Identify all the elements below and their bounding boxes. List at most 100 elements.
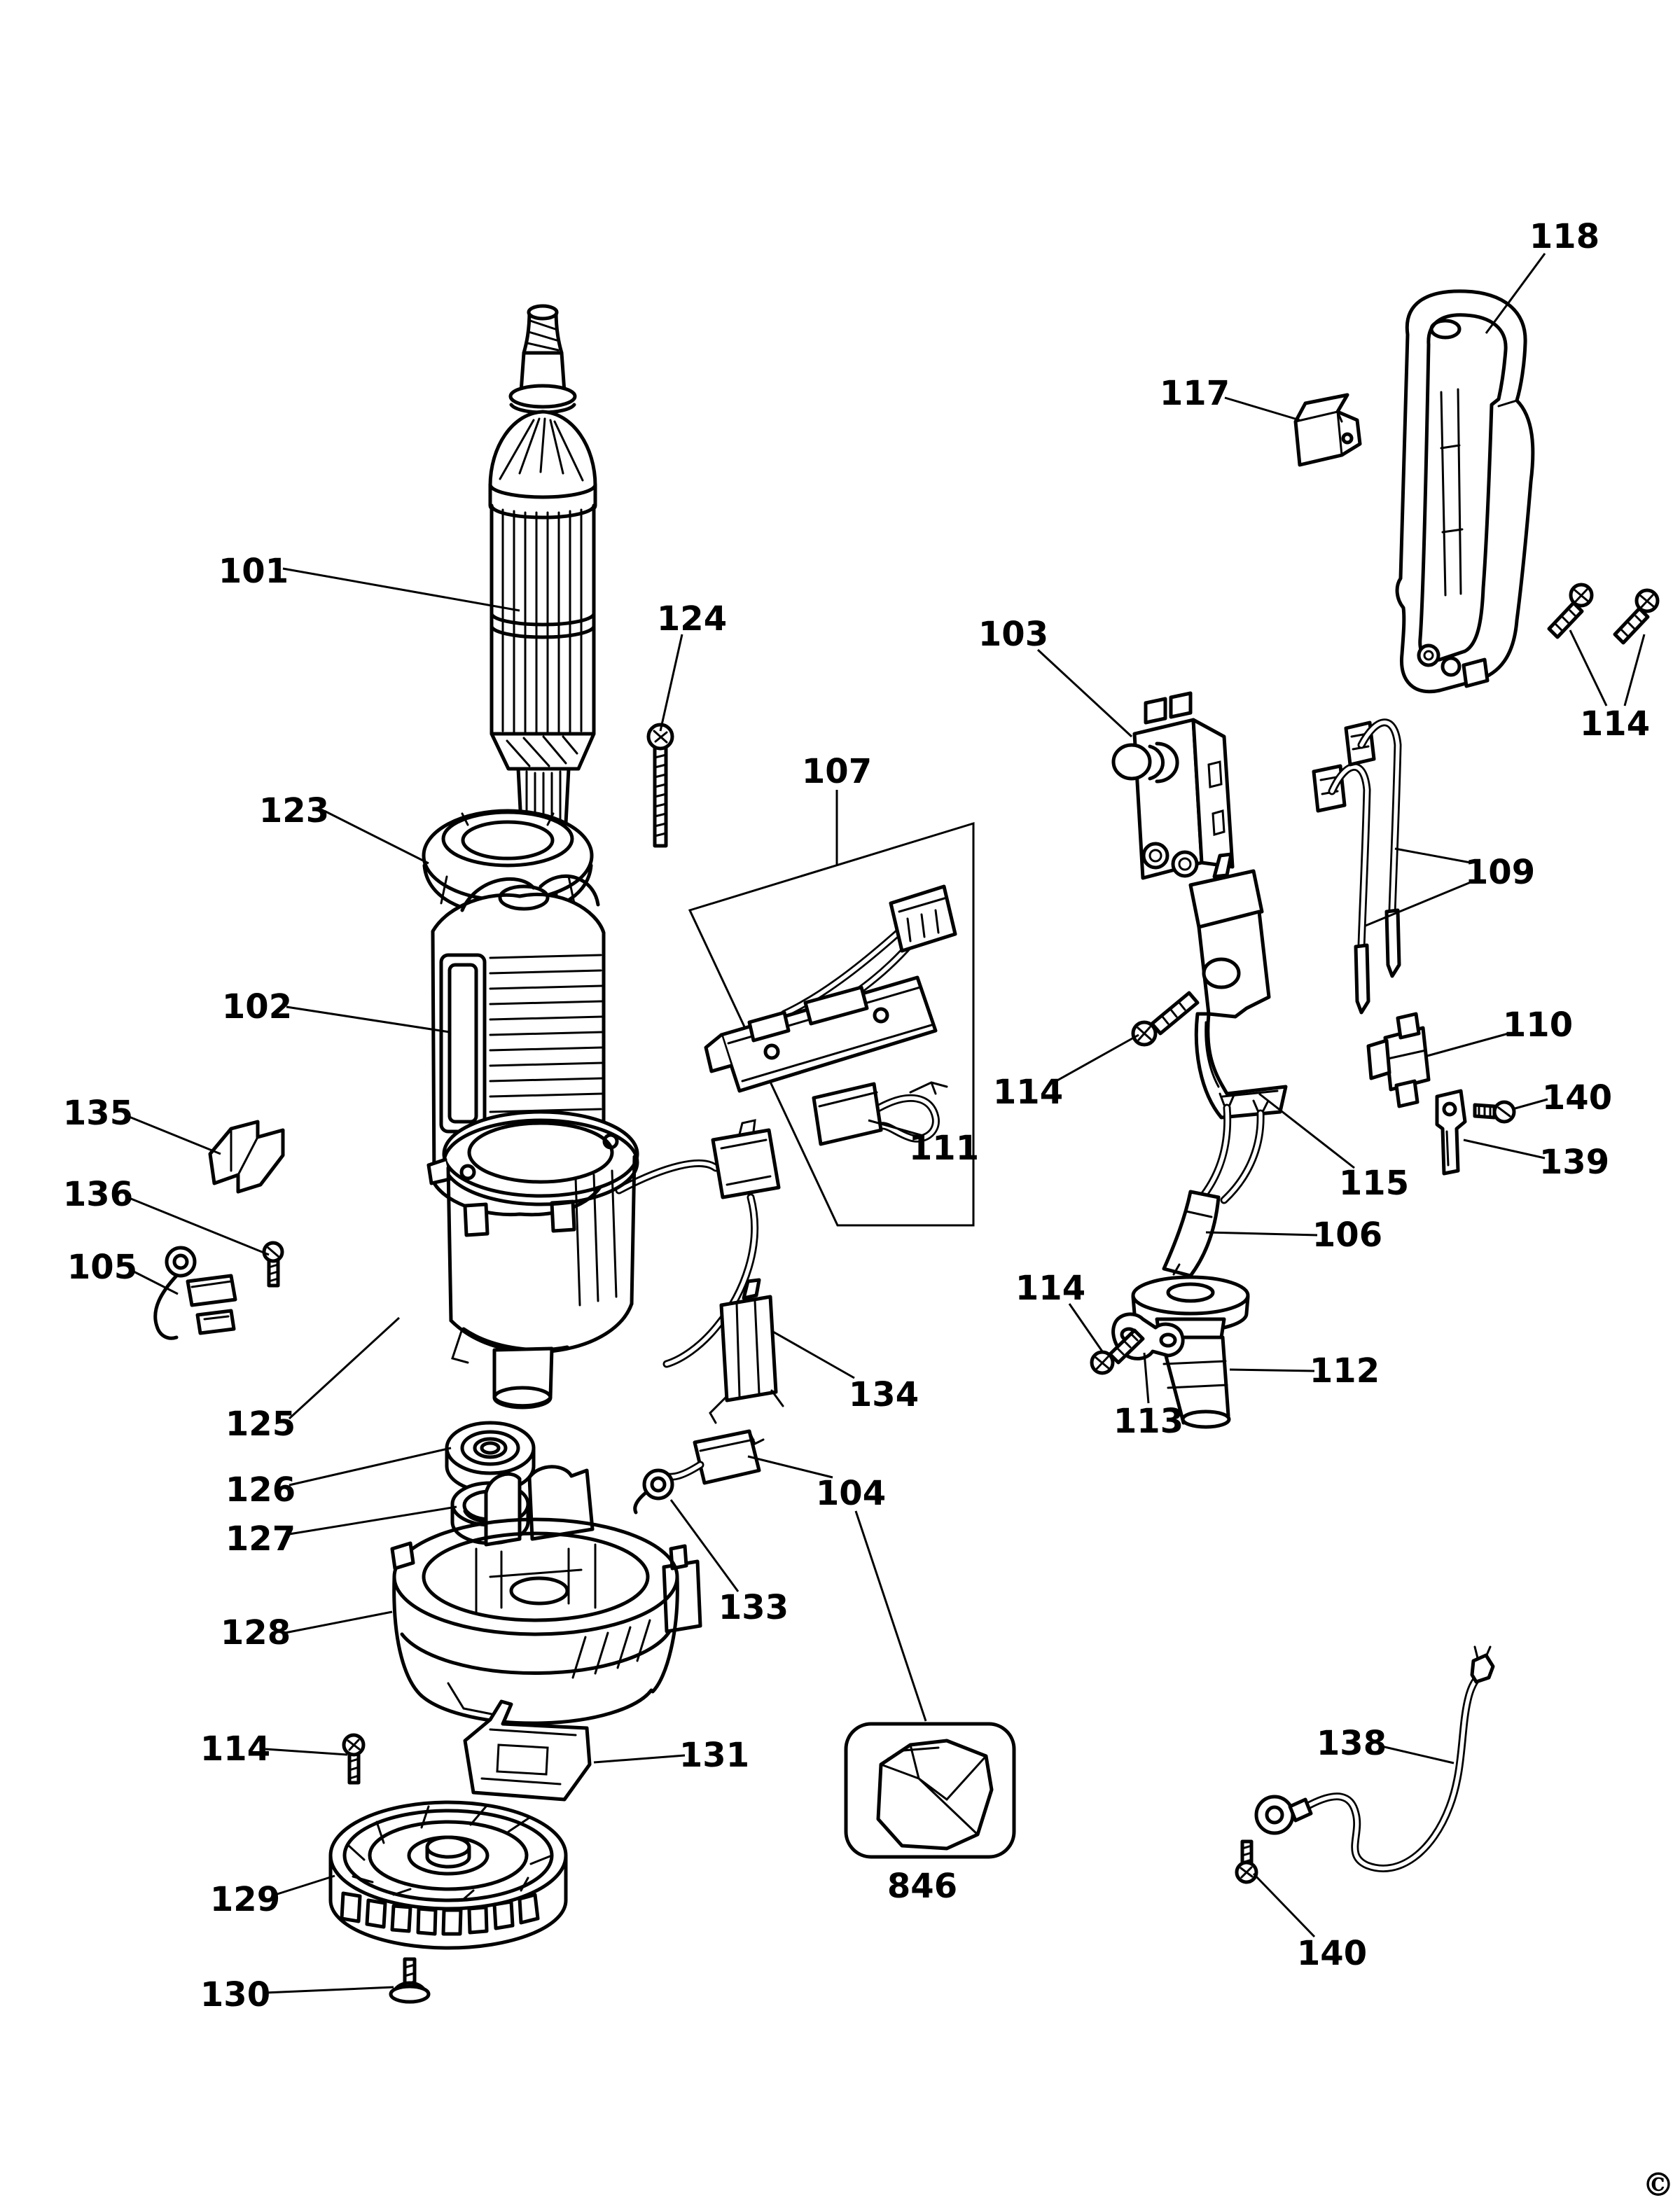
part-label-135: 135 [63,1094,221,1155]
part-label-123: 123 [259,791,429,865]
part-label-114-baffle: 114 [200,1729,348,1769]
leader-line-136 [127,1196,270,1256]
part-number-129: 129 [210,1880,280,1919]
leader-line-140-bottom [1252,1872,1316,1938]
leader-line-114-baffle [265,1748,348,1756]
part-label-113: 113 [1113,1352,1183,1441]
leader-line-103 [1036,648,1133,738]
part-label-102: 102 [222,987,450,1033]
part-label-109: 109 [1365,847,1535,927]
part-number-846: 846 [887,1867,957,1906]
leader-line-126 [289,1447,452,1487]
part-number-114-baffle: 114 [200,1729,270,1769]
leader-line-104 [747,1455,833,1479]
leader-line-102 [286,1005,450,1033]
part-number-113: 113 [1113,1402,1183,1441]
leader-line-131 [593,1754,686,1764]
leader-line-109 [1394,847,1471,864]
part-number-109: 109 [1465,853,1535,892]
part-label-114-trigger: 114 [993,1033,1139,1112]
part-label-138: 138 [1317,1724,1455,1764]
parts-artwork [153,289,1660,2004]
switch-103 [1111,691,1235,880]
part-number-114-trigger: 114 [993,1073,1063,1112]
lead-wires-109 [1312,718,1402,1015]
part-number-124: 124 [657,599,727,639]
leader-line-130 [265,1986,394,1994]
part-label-131: 131 [593,1736,749,1775]
leader-line-135 [127,1115,221,1155]
leader-line-105 [130,1269,179,1295]
brush-holder-134 [709,1278,784,1424]
part-number-117: 117 [1160,374,1230,413]
part-number-133: 133 [718,1588,789,1627]
part-number-126: 126 [225,1470,296,1510]
part-number-136: 136 [63,1175,133,1214]
leader-line-111 [868,1119,924,1137]
part-label-140-right: 140 [1512,1078,1612,1118]
trigger-115 [1188,852,1288,1120]
part-label-846: 846 [887,1867,957,1906]
part-label-101: 101 [218,552,520,612]
part-number-125: 125 [225,1405,296,1444]
bag-846 [844,1722,1016,1859]
leader-line-117 [1224,396,1300,422]
clip-131 [463,1699,592,1802]
part-number-140-right: 140 [1542,1078,1612,1118]
part-label-130: 130 [200,1975,394,2014]
module-box-107 [688,821,975,1227]
part-number-107: 107 [802,752,872,791]
leader-line-129 [275,1874,335,1896]
leader-line-101 [282,567,520,612]
clip-110 [1366,1012,1431,1108]
part-number-111: 111 [909,1129,979,1168]
leader-line-110 [1426,1032,1509,1057]
fan-129 [328,1800,568,1950]
part-number-104: 104 [816,1474,886,1513]
part-label-136: 136 [63,1175,270,1256]
screw-130 [389,1957,431,2004]
part-label-140-bottom: 140 [1252,1872,1367,1973]
leader-line-114-clamp [1068,1303,1104,1352]
part-number-103: 103 [978,615,1048,654]
part-label-112: 112 [1229,1351,1380,1391]
leader-line-109 [1365,881,1471,927]
part-label-134: 134 [772,1330,919,1414]
leader-line-114-trigger [1055,1033,1139,1082]
screw-140-bottom [1235,1839,1258,1884]
leader-line-139 [1463,1139,1546,1160]
clip-135 [208,1120,285,1194]
leader-line-128 [284,1610,393,1634]
screw-136 [262,1241,284,1288]
spring-133 [633,1468,674,1515]
ring-123 [422,809,594,917]
part-number-139: 139 [1539,1143,1609,1182]
leader-line-114-handle [1569,629,1608,706]
leader-line-106 [1205,1231,1318,1237]
cord-guard-112 [1131,1275,1250,1429]
part-label-129: 129 [210,1874,335,1919]
part-label-107: 107 [802,752,872,865]
leader-line-133 [669,1499,740,1592]
part-label-133: 133 [669,1499,789,1627]
leader-line-104 [854,1510,927,1722]
screw-124 [646,723,674,848]
part-number-131: 131 [679,1736,749,1775]
part-number-101: 101 [218,552,289,591]
part-label-128: 128 [221,1610,393,1652]
copyright-mark: © [1642,2166,1674,2203]
leader-line-112 [1229,1368,1315,1372]
leader-line-113 [1143,1352,1150,1404]
part-number-115: 115 [1339,1164,1409,1203]
part-label-124: 124 [657,599,727,732]
leader-line-125 [288,1316,401,1420]
part-label-110: 110 [1426,1005,1573,1057]
part-label-114-handle: 114 [1569,629,1650,744]
part-label-104: 104 [747,1455,927,1722]
part-number-138: 138 [1317,1724,1387,1763]
handle-118 [1395,289,1535,693]
ground-wire-138 [1254,1645,1495,1872]
leader-line-134 [772,1330,855,1379]
